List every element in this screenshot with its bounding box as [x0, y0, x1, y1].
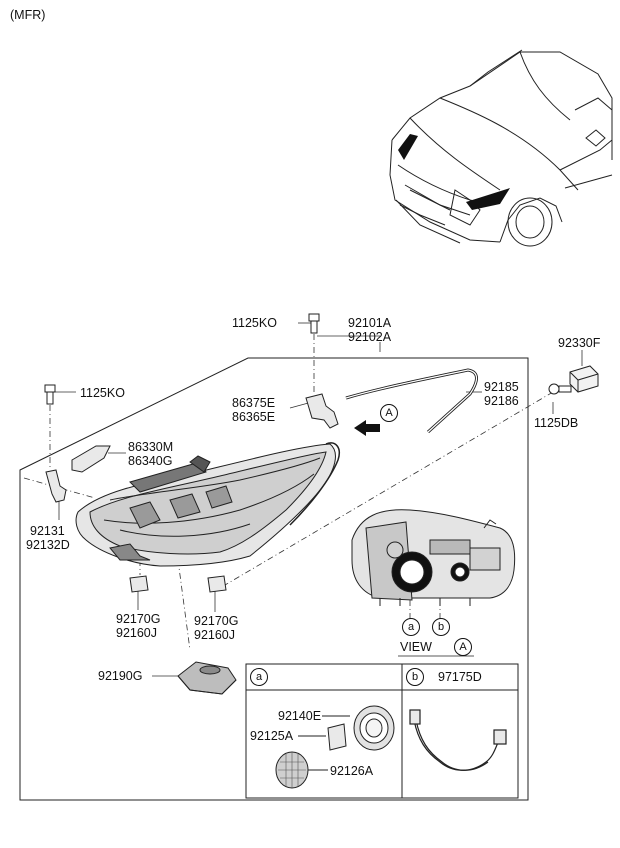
detail-a-cap-label: 92140E	[278, 709, 322, 723]
detail-a-marker: a	[250, 668, 268, 686]
arrow-marker-a: A	[380, 404, 398, 422]
vehicle-headlamp-left-highlight	[398, 134, 418, 160]
detail-b-title: 97175D	[438, 670, 482, 684]
part-label-bracket-left-2: 86340G	[128, 454, 173, 468]
leveling-actuator-icon	[569, 365, 599, 393]
view-marker-a: A	[454, 638, 472, 656]
part-label-bracket-upper-2: 86365E	[232, 410, 276, 424]
part-label-gasket-2: 92186	[484, 394, 519, 408]
part-label-bracket-left-1: 86330M	[128, 440, 174, 454]
bolt-top-icon	[308, 313, 320, 334]
part-label-bracket-side-2: 92132D	[26, 538, 70, 552]
gasket-strip-inner	[345, 369, 478, 433]
screw-right-icon	[548, 383, 572, 395]
detail-a-mesh-label: 92126A	[330, 764, 374, 778]
headlamp-assembly-icon	[75, 442, 340, 567]
control-module-icon	[177, 661, 237, 695]
detail-a-seal-label: 92125A	[250, 729, 294, 743]
view-direction-arrow-icon	[354, 420, 380, 436]
bracket-upper-icon	[305, 393, 339, 429]
part-label-bracket-side-1: 92131	[30, 524, 65, 538]
part-label-bolt-left: 1125KO	[80, 386, 125, 400]
mfr-note: (MFR)	[10, 8, 46, 22]
part-label-gasket-1: 92185	[484, 380, 519, 394]
view-title: VIEW	[400, 640, 432, 654]
part-label-clip-right-2: 92160J	[194, 628, 236, 642]
bolt-left-icon	[44, 384, 56, 405]
rear-view-illustration	[351, 509, 516, 606]
assembly-frame	[19, 357, 529, 801]
part-label-headlamp-1: 92101A	[348, 316, 392, 330]
seal-icon	[327, 723, 347, 751]
leader-lines	[50, 322, 583, 677]
part-label-clip-right-1: 92170G	[194, 614, 239, 628]
mesh-icon	[275, 751, 309, 789]
wiring-harness-icon	[409, 709, 507, 771]
view-point-a: a	[402, 618, 420, 636]
vehicle-headlamp-right-highlight	[466, 188, 510, 210]
part-label-headlamp-2: 92102A	[348, 330, 392, 344]
part-label-clip-left-2: 92160J	[116, 626, 158, 640]
part-label-actuator: 92330F	[558, 336, 601, 350]
part-label-bracket-upper-1: 86375E	[232, 396, 276, 410]
view-point-b: b	[432, 618, 450, 636]
bracket-side-icon	[45, 469, 67, 503]
detail-box	[245, 663, 519, 799]
bracket-left-icon	[71, 445, 111, 473]
clip-left-icon	[129, 575, 149, 593]
detail-b-marker: b	[406, 668, 424, 686]
part-label-clip-left-1: 92170G	[116, 612, 161, 626]
part-label-module: 92190G	[98, 669, 143, 683]
vehicle-illustration	[389, 49, 613, 247]
clip-right-icon	[207, 575, 227, 593]
part-label-bolt-top: 1125KO	[232, 316, 277, 330]
part-label-screw-right: 1125DB	[534, 416, 579, 430]
cap-icon	[353, 705, 395, 751]
